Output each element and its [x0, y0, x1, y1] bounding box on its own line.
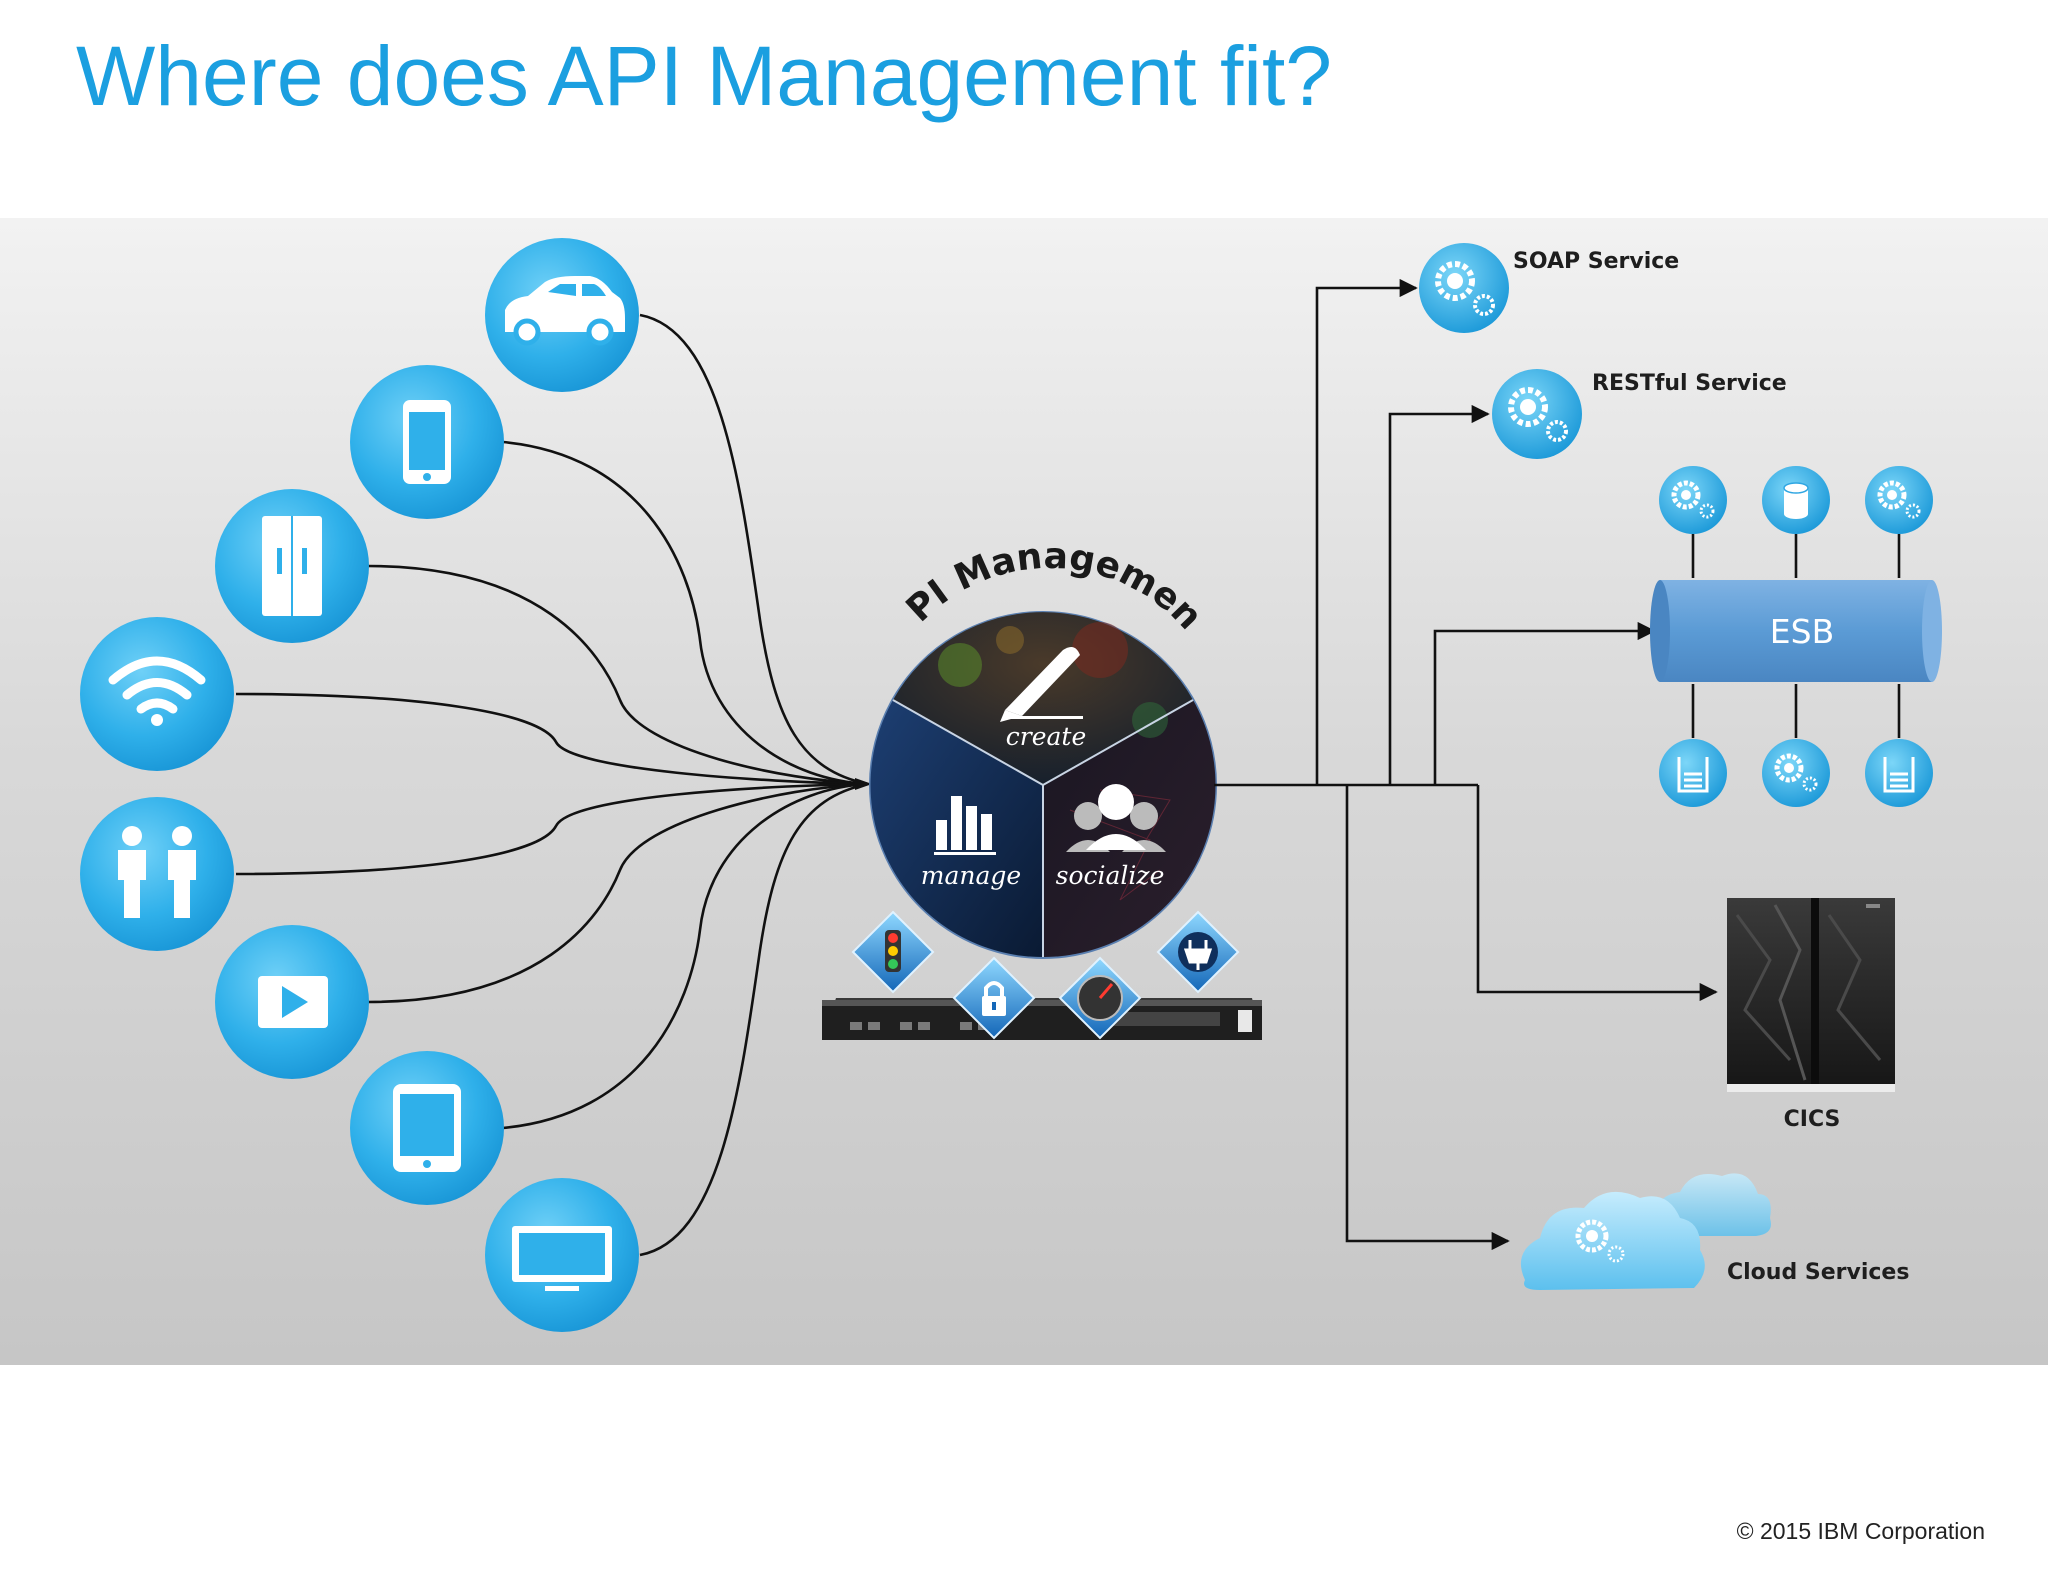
datapower-appliance: [822, 910, 1262, 1040]
wifi-icon: [108, 656, 206, 726]
traffic-light-icon: [851, 910, 935, 994]
cics-label: CICS: [1784, 1107, 1841, 1132]
hub-socialize-label: socialize: [1056, 861, 1165, 890]
esb-node: ESB: [1650, 466, 1942, 807]
esb-gear-node-1: [1659, 466, 1727, 534]
hub-create-label: create: [1006, 722, 1087, 751]
cloud-services-node: Cloud Services: [1520, 1173, 1909, 1290]
connector-cloud: [1345, 785, 1510, 1251]
device-circle-people: [80, 797, 234, 951]
mainframe-icon: [1727, 898, 1895, 1092]
queue-icon: [1677, 757, 1709, 793]
device-circle-refrigerator: [215, 489, 369, 643]
connector-soap: [1315, 278, 1418, 785]
smartphone-icon: [403, 400, 451, 484]
cics-node: CICS: [1727, 898, 1895, 1132]
hub-segment-socialize: [1043, 700, 1216, 958]
cloud-icon: [1520, 1173, 1772, 1290]
connector-wifi: [235, 692, 869, 786]
car-icon: [505, 276, 625, 346]
gear-icon: [1435, 261, 1495, 316]
device-connectors: [235, 313, 872, 1257]
database-icon: [1783, 482, 1809, 519]
device-circle-monitor: [485, 1178, 639, 1332]
slide-title: Where does API Management fit?: [76, 29, 1333, 123]
copyright-notice: © 2015 IBM Corporation: [1736, 1518, 1985, 1544]
people-silhouette-icon: [1066, 784, 1166, 852]
refrigerator-icon: [262, 516, 322, 616]
esb-database-node: [1762, 466, 1830, 534]
restful-service-label: RESTful Service: [1592, 371, 1787, 396]
connector-tablet: [502, 782, 869, 1130]
lock-icon: [952, 956, 1036, 1040]
connector-esb: [1433, 621, 1656, 785]
pencil-icon: [1000, 646, 1083, 722]
esb-gear-node-2: [1865, 466, 1933, 534]
gear-icon: [1671, 480, 1715, 519]
esb-queue-node-1: [1659, 739, 1727, 807]
queue-icon: [1883, 757, 1915, 793]
connector-monitor: [639, 782, 869, 1257]
esb-queue-node-2: [1865, 739, 1933, 807]
speedometer-icon: [1058, 956, 1142, 1040]
people-icon: [118, 826, 196, 918]
device-circle-video: [215, 925, 369, 1079]
gear-icon: [1774, 753, 1818, 792]
gear-icon: [1508, 387, 1568, 442]
connector-video: [367, 782, 869, 1004]
connector-people: [235, 782, 869, 876]
cloud-services-label: Cloud Services: [1727, 1260, 1909, 1285]
soap-service-label: SOAP Service: [1513, 249, 1679, 274]
connector-rest: [1388, 404, 1490, 785]
soap-service-node: SOAP Service: [1419, 243, 1679, 333]
connector-smartphone: [502, 440, 869, 786]
device-circle-car: [485, 238, 639, 392]
restful-service-node: RESTful Service: [1492, 369, 1787, 459]
device-circle-wifi: [80, 617, 234, 771]
tablet-icon: [393, 1084, 461, 1172]
device-circle-tablet: [350, 1051, 504, 1205]
bar-chart-icon: [934, 796, 996, 855]
esb-gear-node-3: [1762, 739, 1830, 807]
monitor-icon: [512, 1226, 612, 1291]
backend-connectors: [1214, 278, 1718, 1251]
power-plug-icon: [1156, 910, 1240, 994]
gear-icon: [1877, 480, 1921, 519]
connector-cics: [1476, 785, 1718, 1002]
video-play-icon: [258, 976, 328, 1028]
device-circle-smartphone: [350, 365, 504, 519]
esb-label: ESB: [1770, 612, 1834, 651]
connector-car: [639, 313, 869, 786]
hub-manage-label: manage: [921, 861, 1021, 890]
connector-refrigerator: [367, 564, 869, 786]
